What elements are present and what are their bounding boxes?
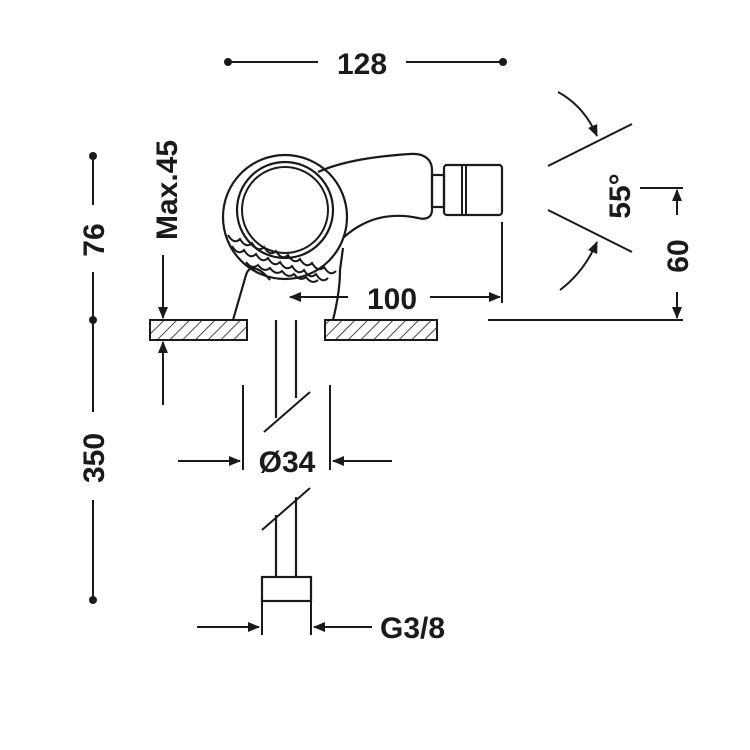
dimension-diameter-label: Ø34: [259, 446, 316, 479]
faucet-body: [231, 152, 504, 321]
dimension-angle: 55°: [547, 91, 637, 291]
dimension-thread: G3/8: [197, 601, 445, 645]
dimension-100-label: 100: [367, 283, 417, 316]
dimension-128: 128: [224, 48, 507, 81]
dimension-max45: Max.45: [151, 140, 184, 405]
dimension-60-label: 60: [662, 239, 695, 272]
dimension-60: 60: [488, 187, 695, 321]
dimension-max45-label: Max.45: [151, 140, 184, 240]
dimension-diameter: Ø34: [178, 385, 392, 479]
dimension-angle-label: 55°: [604, 173, 637, 218]
supply-hose: [260, 320, 313, 603]
dimension-100: 100: [289, 222, 503, 316]
countertop-section: [149, 319, 438, 341]
handle-knob: [221, 153, 349, 283]
hose-fitting: [260, 575, 313, 603]
dimension-350-label: 350: [78, 433, 111, 483]
dimension-76-label: 76: [78, 223, 111, 256]
dimension-thread-label: G3/8: [380, 612, 445, 645]
dimension-128-label: 128: [337, 48, 387, 81]
aerator: [442, 163, 504, 217]
dimension-vertical-chain: 76 350: [78, 152, 111, 604]
